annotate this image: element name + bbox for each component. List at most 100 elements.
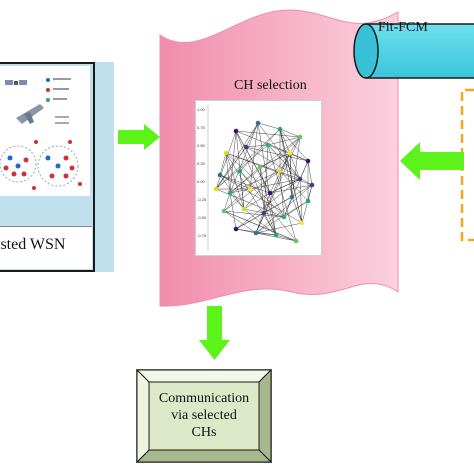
fit-fcm-label: Fit-FCM [378,20,428,35]
graph-edge [235,228,297,242]
arrow-wsn-to-ch [118,124,160,150]
graph-edge [291,136,301,198]
graph-node [309,182,315,188]
graph-edge [259,166,277,236]
graph-edge [229,170,281,194]
graph-node [243,144,249,150]
graph-node [261,210,267,216]
y-tick-label: 0.75 [197,125,206,130]
graph-node [289,194,295,200]
graph-edge [263,144,269,214]
graph-node [305,198,311,204]
graph-edge [267,136,301,146]
graph-edge [223,210,257,234]
graph-edge [255,184,313,234]
graph-edge [215,128,281,190]
graph-edge [225,152,313,186]
y-axis-ticks: 1.00 0.75 0.50 0.25 0.00 -0.25 -0.50 -0.… [197,107,207,238]
graph-edge [263,212,277,236]
communication-line-1: Communication [158,391,250,406]
y-tick-label: 0.00 [197,179,206,184]
graph-edge [235,130,301,138]
graph-edge [223,210,297,242]
uav-icon [16,104,44,124]
graph-edge [215,122,259,190]
communication-label: Communication via selected CHs [138,390,270,441]
graph-node [293,238,299,244]
communication-line-3: CHs [191,425,217,440]
graph-edge [225,152,301,180]
communication-line-2: via selected [171,408,237,423]
graph-node [277,168,283,174]
communication-box [135,368,273,464]
graph-edge [215,188,285,218]
graph-edge [301,184,313,224]
ch-selection-plot: 1.00 0.75 0.50 0.25 0.00 -0.25 -0.50 -0.… [195,100,322,256]
graph-node [233,128,239,134]
graph-node [299,220,305,226]
y-tick-label: 1.00 [197,107,206,112]
graph-edge [219,174,303,224]
graph-edge [239,170,297,242]
graph-node [223,150,229,156]
graph-node [227,190,233,196]
graph-edge [223,192,231,212]
graph-edge [235,130,291,154]
fit-fcm-cylinder [353,23,474,79]
y-tick-label: -0.75 [197,233,207,238]
graph-edge [229,122,259,194]
graph-edge [259,166,265,214]
graph-edge [223,170,281,212]
wsn-panel-side-strip [93,62,114,272]
graph-edge [255,222,303,234]
graph-node [265,142,271,148]
graph-edge [269,184,313,194]
wsn-label: isted WSN [0,236,66,253]
graph-edge [259,152,291,168]
sensor-cluster-right [37,145,79,187]
graph-edge [255,152,291,234]
network-graph: 1.00 0.75 0.50 0.25 0.00 -0.25 -0.50 -0.… [197,105,315,251]
graph-node [297,134,303,140]
graph-edge [275,234,297,242]
y-tick-label: -0.25 [197,197,207,202]
graph-node [257,164,263,170]
graph-node [217,172,223,178]
graph-edge [279,128,303,224]
graph-edge [229,192,237,230]
graph-node [237,168,243,174]
graph-edge [239,128,281,172]
ch-selection-title: CH selection [234,78,307,93]
y-tick-label: 0.25 [197,161,206,166]
graph-edge [229,136,301,194]
graph-edge [269,178,301,194]
graph-node [213,186,219,192]
y-tick-label: -0.50 [197,215,207,220]
graph-edge [257,122,281,130]
graph-node [281,214,287,220]
graph-node [267,190,273,196]
graph-edge [239,170,285,218]
graph-node [247,186,253,192]
graph-node [273,232,279,238]
graph-node [277,126,283,132]
graph-edge [267,144,301,180]
graph-node [241,206,247,212]
graph-edge [279,128,309,162]
graph-node [305,158,311,164]
graph-edge [235,130,277,236]
graph-edge [235,130,285,218]
graph-node [253,230,259,236]
graph-edge [257,122,277,236]
sensor-scattered [32,140,82,190]
graph-edge [279,170,309,202]
arrow-ch-to-communication [199,306,230,360]
graph-edge [289,152,293,198]
satellite-icon [5,80,27,85]
graph-edge [223,210,285,218]
graph-edge [235,184,313,230]
y-tick-label: 0.50 [197,143,206,148]
graph-edge [245,122,259,148]
graph-edge [229,188,251,194]
wsn-label-box [0,226,92,269]
